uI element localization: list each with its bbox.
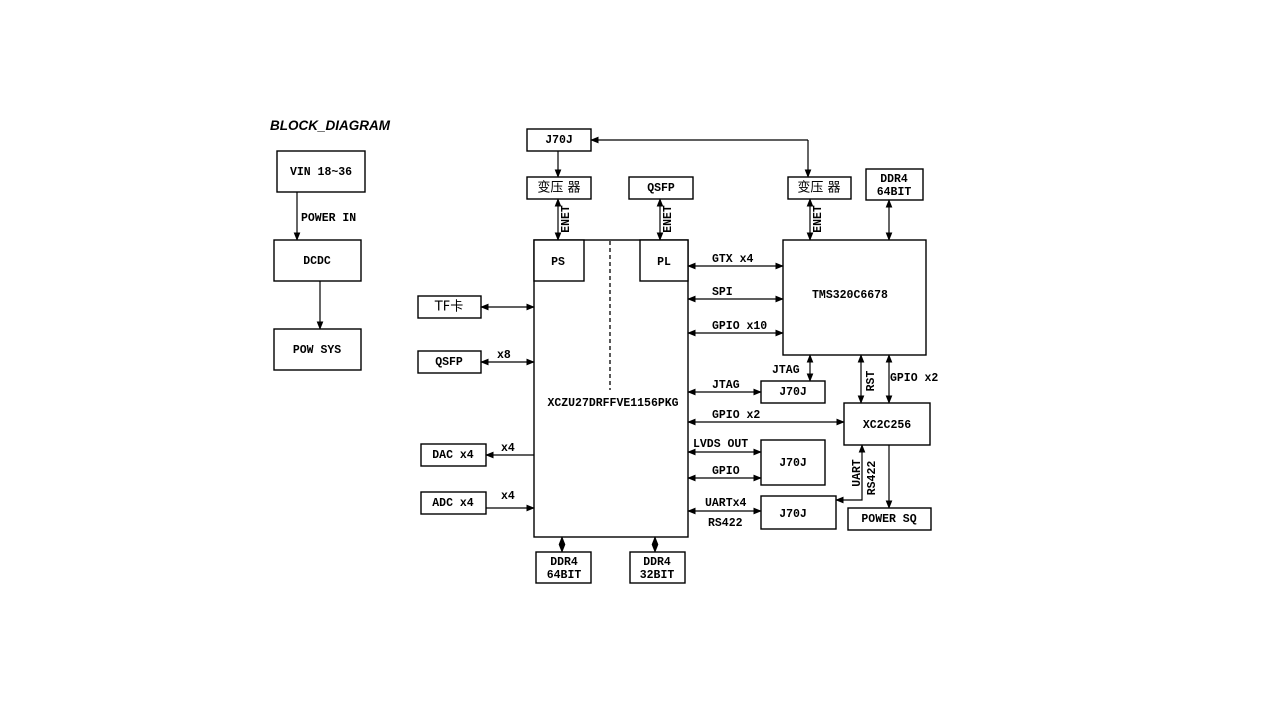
adc-count-label: x4 (501, 490, 515, 503)
enet-pl-label: ENET (662, 205, 675, 233)
ddr4-32-line2: 32BIT (640, 569, 675, 582)
uart-cpld-link (835, 444, 866, 504)
j70j-lvds-box (760, 439, 826, 486)
ps-label: PS (551, 256, 565, 269)
gpio-label: GPIO (712, 465, 740, 478)
vin-label: VIN 18~36 (290, 166, 352, 179)
transformer-right-box (787, 176, 852, 200)
ddr4-32-box (629, 551, 686, 584)
cpld-gpio-label: GPIO x2 (890, 372, 938, 385)
cpld-box (843, 402, 931, 446)
dsp-jtag-label: JTAG (772, 364, 800, 377)
pl-label: PL (657, 256, 671, 269)
ps-box (533, 239, 585, 282)
ddr4-right-box (865, 168, 924, 201)
gpio2-label: GPIO x2 (712, 409, 760, 422)
gtx-label: GTX x4 (712, 253, 754, 266)
dac-label: DAC x4 (432, 449, 474, 462)
fpga-label: XCZU27DRFFVE1156PKG (547, 397, 678, 410)
adc-label: ADC x4 (432, 497, 474, 510)
gpio10-label: GPIO x10 (712, 320, 767, 333)
ddr4-32-line1: DDR4 (643, 556, 671, 569)
cpld-label: XC2C256 (863, 419, 911, 432)
fpga-jtag-label: JTAG (712, 379, 740, 392)
tf-card-label: TF卡 (434, 300, 463, 315)
dac-count-label: x4 (501, 442, 515, 455)
rs422-v-label: RS422 (866, 461, 879, 496)
uart-v-label: UART (851, 459, 864, 487)
ddr4-64-box (535, 551, 592, 584)
rst-label: RST (865, 371, 878, 392)
rs422-label: RS422 (708, 517, 743, 530)
dcdc-box (273, 239, 362, 282)
power-in-label: POWER IN (301, 212, 356, 225)
ddr4-right-line2: 64BIT (877, 186, 912, 199)
ddr4-64-line1: DDR4 (550, 556, 578, 569)
qsfp-count-label: x8 (497, 349, 511, 362)
pow-sys-box (273, 328, 362, 371)
pow-sys-label: POW SYS (293, 344, 341, 357)
ddr4-64-line2: 64BIT (547, 569, 582, 582)
dsp-box (782, 239, 927, 356)
spi-label: SPI (712, 286, 733, 299)
pl-box (639, 239, 689, 282)
uart-label: UARTx4 (705, 497, 747, 510)
adc-box (420, 491, 487, 515)
j70j-uart-label: J70J (779, 508, 807, 521)
dcdc-label: DCDC (303, 255, 331, 268)
diagram-title: BLOCK_DIAGRAM (270, 118, 391, 133)
fpga-box (533, 239, 689, 538)
j70j-top-label: J70J (545, 134, 573, 147)
j70j-jtag-label: J70J (779, 386, 807, 399)
dsp-label: TMS320C6678 (812, 289, 888, 302)
ddr4-right-line1: DDR4 (880, 173, 908, 186)
qsfp-top-label: QSFP (647, 182, 675, 195)
transformer-right-label: 变压 器 (797, 180, 840, 196)
enet-ps-label: ENET (560, 205, 573, 233)
power-sq-label: POWER SQ (861, 513, 916, 526)
qsfp-left-label: QSFP (435, 356, 463, 369)
enet-dsp-label: ENET (812, 205, 825, 233)
j70j-lvds-label: J70J (779, 457, 807, 470)
lvds-out-label: LVDS OUT (693, 438, 748, 451)
vin-box (276, 150, 366, 193)
power-sq-box (847, 507, 932, 531)
transformer-left-label: 变压 器 (537, 180, 580, 196)
